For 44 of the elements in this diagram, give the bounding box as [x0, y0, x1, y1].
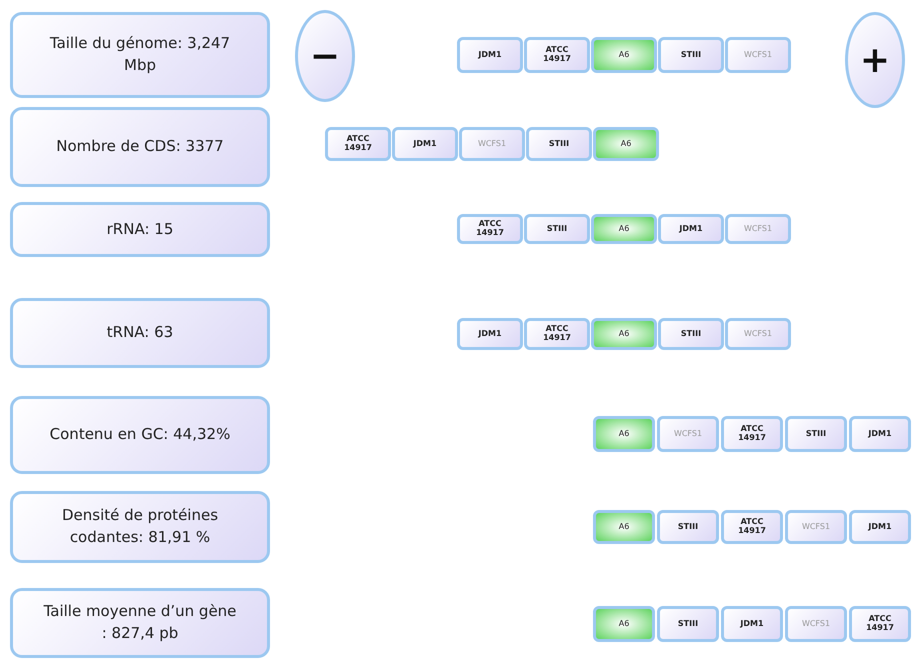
strain-box: ATCC 14917	[457, 214, 523, 244]
strain-box: WCFS1	[459, 127, 525, 161]
info-box: Nombre de CDS: 3377	[10, 107, 270, 187]
info-box: Taille moyenne d’un gène : 827,4 pb	[10, 588, 270, 658]
strain-box: STIII	[526, 127, 592, 161]
strain-box: ATCC 14917	[721, 416, 783, 452]
strain-box: WCFS1	[725, 214, 791, 244]
strain-box: JDM1	[392, 127, 458, 161]
strain-box: ATCC 14917	[524, 37, 590, 73]
info-box: Taille du génome: 3,247 Mbp	[10, 12, 270, 98]
info-box: rRNA: 15	[10, 202, 270, 257]
strain-box: WCFS1	[657, 416, 719, 452]
strain-box: JDM1	[457, 318, 523, 350]
strain-box: STIII	[658, 37, 724, 73]
info-box: Densité de protéines codantes: 81,91 %	[10, 491, 270, 563]
strain-box: A6	[591, 37, 657, 73]
strain-box: JDM1	[849, 510, 911, 544]
strain-box: STIII	[524, 214, 590, 244]
strain-box: ATCC 14917	[849, 606, 911, 642]
strain-box: JDM1	[721, 606, 783, 642]
strain-box: JDM1	[457, 37, 523, 73]
strain-box: A6	[593, 606, 655, 642]
strain-box: STIII	[658, 318, 724, 350]
strain-box: JDM1	[658, 214, 724, 244]
strain-box: ATCC 14917	[325, 127, 391, 161]
orientation-oval: +	[845, 12, 905, 108]
info-box: Contenu en GC: 44,32%	[10, 396, 270, 474]
info-box: tRNA: 63	[10, 298, 270, 368]
strain-box: A6	[593, 416, 655, 452]
strain-box: WCFS1	[785, 510, 847, 544]
strain-box: ATCC 14917	[721, 510, 783, 544]
strain-box: A6	[591, 214, 657, 244]
strain-box: A6	[593, 510, 655, 544]
strain-box: A6	[593, 127, 659, 161]
strain-box: STIII	[657, 510, 719, 544]
orientation-oval: −	[295, 10, 355, 102]
strain-box: JDM1	[849, 416, 911, 452]
strain-box: STIII	[657, 606, 719, 642]
strain-box: WCFS1	[725, 37, 791, 73]
strain-box: STIII	[785, 416, 847, 452]
strain-box: ATCC 14917	[524, 318, 590, 350]
strain-box: WCFS1	[785, 606, 847, 642]
strain-box: WCFS1	[725, 318, 791, 350]
strain-box: A6	[591, 318, 657, 350]
